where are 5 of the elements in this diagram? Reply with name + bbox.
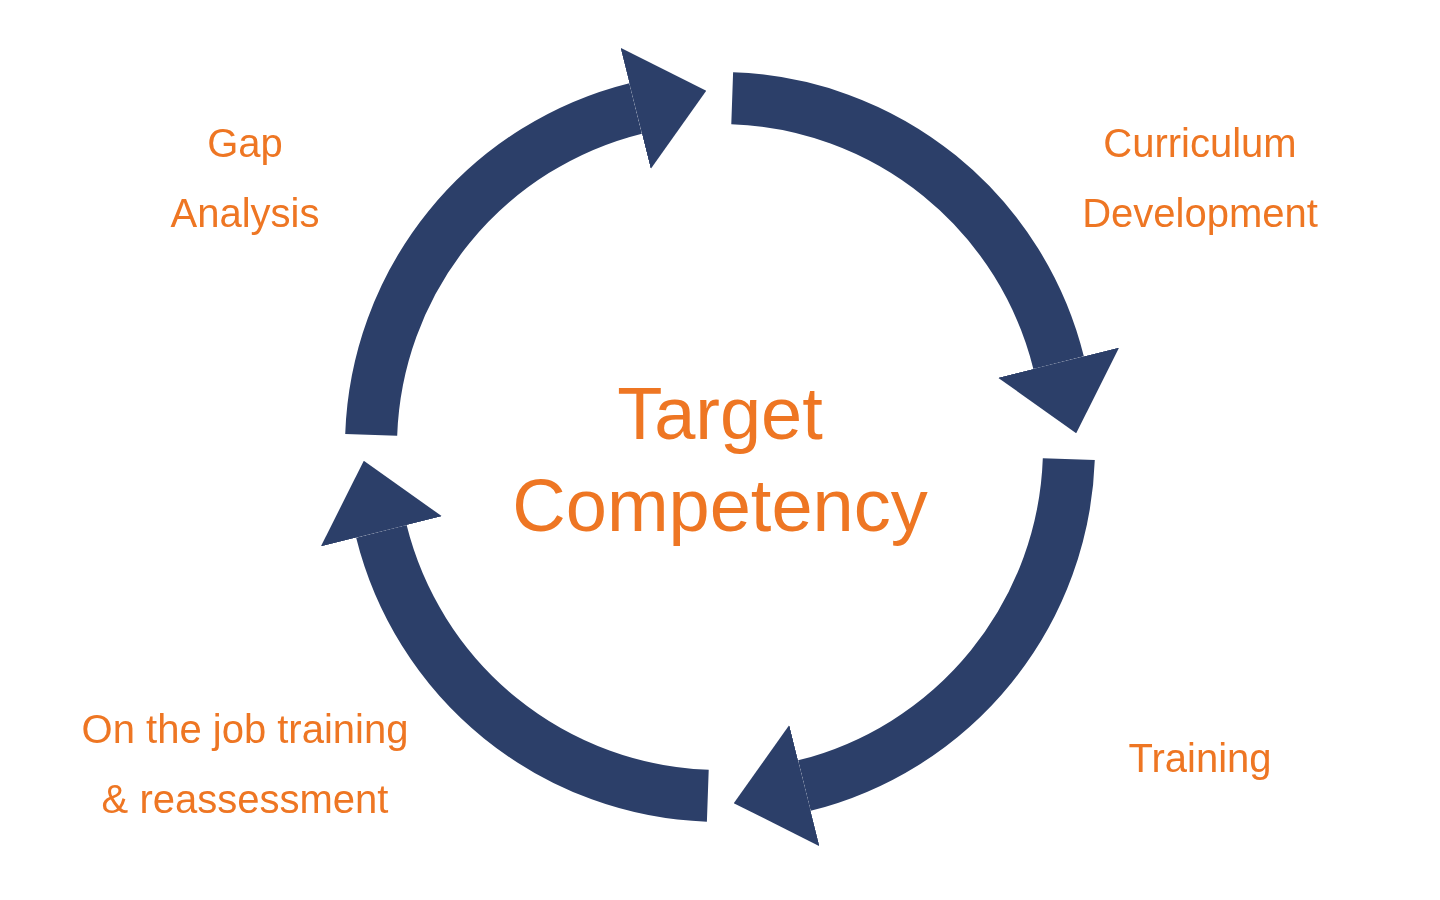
center-title: Target Competency [511,371,929,549]
stage-label: Curriculum Development [1081,120,1319,237]
stage-label: Training [1127,735,1273,782]
stage-label: On the job training & reassessment [80,706,410,823]
stage-label: Gap Analysis [169,120,321,237]
